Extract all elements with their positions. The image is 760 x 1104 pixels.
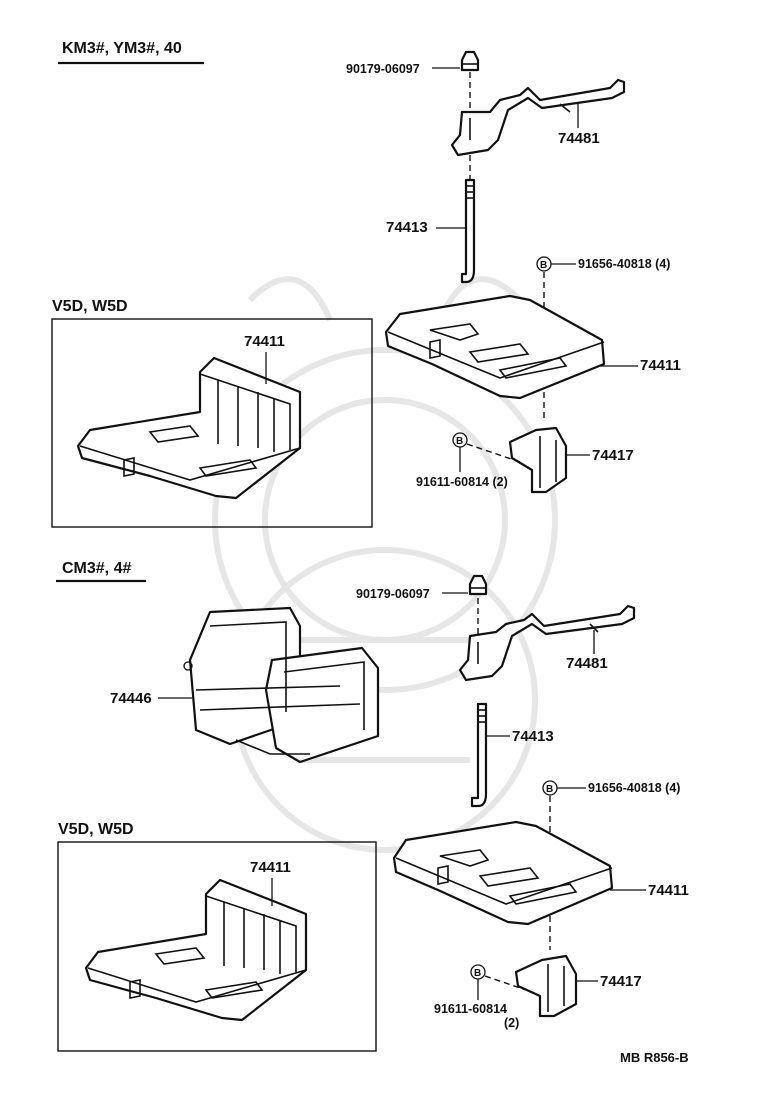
nut-part-bottom xyxy=(468,574,488,596)
section-header-top: KM3#, YM3#, 40 xyxy=(62,40,182,57)
clamp-part-top xyxy=(450,78,626,157)
clamp-part-bottom xyxy=(458,604,636,682)
section-top: KM3#, YM3#, 40 90179-06097 74481 74413 xyxy=(51,40,681,528)
carrier-part-bottom xyxy=(183,606,380,764)
b-mark-text-lower-bottom: B xyxy=(474,968,481,979)
b-mark-text-lower-top: B xyxy=(456,436,463,447)
rod-part-top xyxy=(460,178,476,284)
inset-tray-part-top xyxy=(76,356,302,500)
label-tray-bottom: 74411 xyxy=(648,882,689,899)
footer-code: MB R856-B xyxy=(620,1050,689,1065)
label-bolt-upper-bottom: 91656-40818 (4) xyxy=(588,781,680,795)
label-carrier-bottom: 74446 xyxy=(110,690,152,707)
dash-bolt-lower-bottom xyxy=(484,975,527,991)
nut-part-top xyxy=(460,50,480,72)
inset-header-top: V5D, W5D xyxy=(52,298,128,315)
label-bracket-top: 74417 xyxy=(592,447,634,464)
label-bolt-lower-bottom-2: (2) xyxy=(504,1016,519,1030)
inset-box-top xyxy=(51,318,373,528)
label-clamp-top: 74481 xyxy=(558,130,600,147)
inset-tray-part-bottom xyxy=(84,878,308,1022)
label-nut-bottom: 90179-06097 xyxy=(356,587,430,601)
label-clamp-bottom: 74481 xyxy=(566,655,608,672)
b-mark-text-upper-bottom: B xyxy=(546,784,553,795)
label-rod-bottom: 74413 xyxy=(512,728,554,745)
section-header-bottom: CM3#, 4# xyxy=(62,560,131,577)
label-inset-tray-top: 74411 xyxy=(244,333,285,350)
label-inset-tray-bottom: 74411 xyxy=(250,859,291,876)
rod-part-bottom xyxy=(470,702,488,808)
inset-box-bottom xyxy=(57,841,377,1052)
label-nut-top: 90179-06097 xyxy=(346,62,420,76)
inset-header-bottom: V5D, W5D xyxy=(58,821,134,838)
label-bolt-lower-bottom-1: 91611-60814 xyxy=(434,1002,507,1016)
label-bolt-lower-top: 91611-60814 (2) xyxy=(416,475,508,489)
label-bolt-upper-top: 91656-40818 (4) xyxy=(578,257,670,271)
label-rod-top: 74413 xyxy=(386,219,428,236)
label-bracket-bottom: 74417 xyxy=(600,973,642,990)
bracket-part-top xyxy=(508,426,568,494)
tray-part-top xyxy=(384,294,606,400)
b-mark-text-upper-top: B xyxy=(540,260,547,271)
tray-part-bottom xyxy=(392,820,614,926)
label-tray-top: 74411 xyxy=(640,357,681,374)
bracket-part-bottom xyxy=(514,954,578,1018)
section-bottom: CM3#, 4# 90179-06097 74481 74413 xyxy=(56,560,689,1052)
